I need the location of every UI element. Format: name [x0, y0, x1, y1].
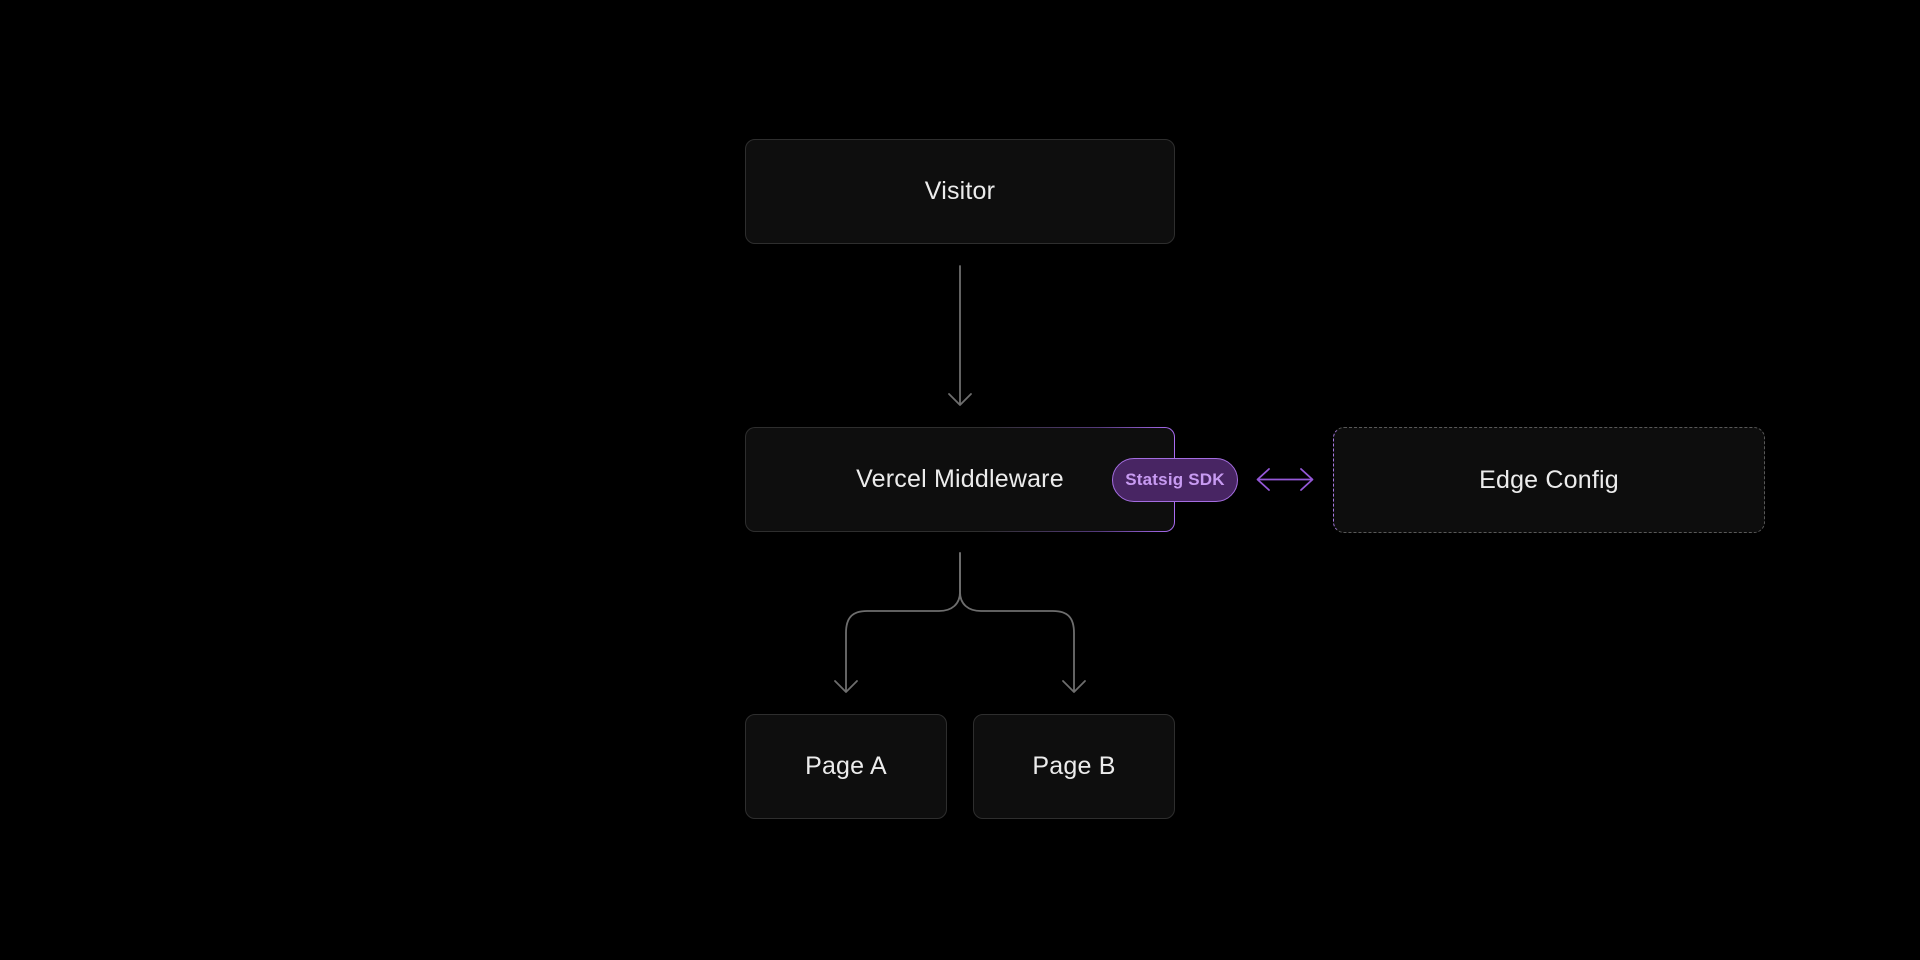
- node-page-a: Page A: [745, 714, 947, 819]
- node-vercel-middleware-body: Vercel Middleware: [746, 428, 1174, 531]
- node-visitor: Visitor: [745, 139, 1175, 244]
- double-arrow-middleware-edge-config: [1256, 468, 1314, 491]
- node-visitor-label: Visitor: [924, 177, 996, 205]
- node-vercel-middleware: Vercel Middleware: [745, 427, 1175, 532]
- statsig-sdk-badge: Statsig SDK: [1112, 458, 1238, 502]
- arrow-visitor-to-middleware: [948, 265, 972, 406]
- node-page-a-label: Page A: [805, 752, 887, 780]
- node-page-b: Page B: [973, 714, 1175, 819]
- node-vercel-middleware-label: Vercel Middleware: [856, 465, 1064, 493]
- arrow-middleware-to-page-a: [834, 552, 961, 693]
- node-edge-config-label: Edge Config: [1479, 465, 1619, 494]
- node-page-b-label: Page B: [1032, 752, 1116, 780]
- arrow-middleware-to-page-b: [959, 552, 1086, 693]
- statsig-sdk-badge-label: Statsig SDK: [1125, 470, 1225, 489]
- node-edge-config: Edge Config: [1333, 427, 1765, 533]
